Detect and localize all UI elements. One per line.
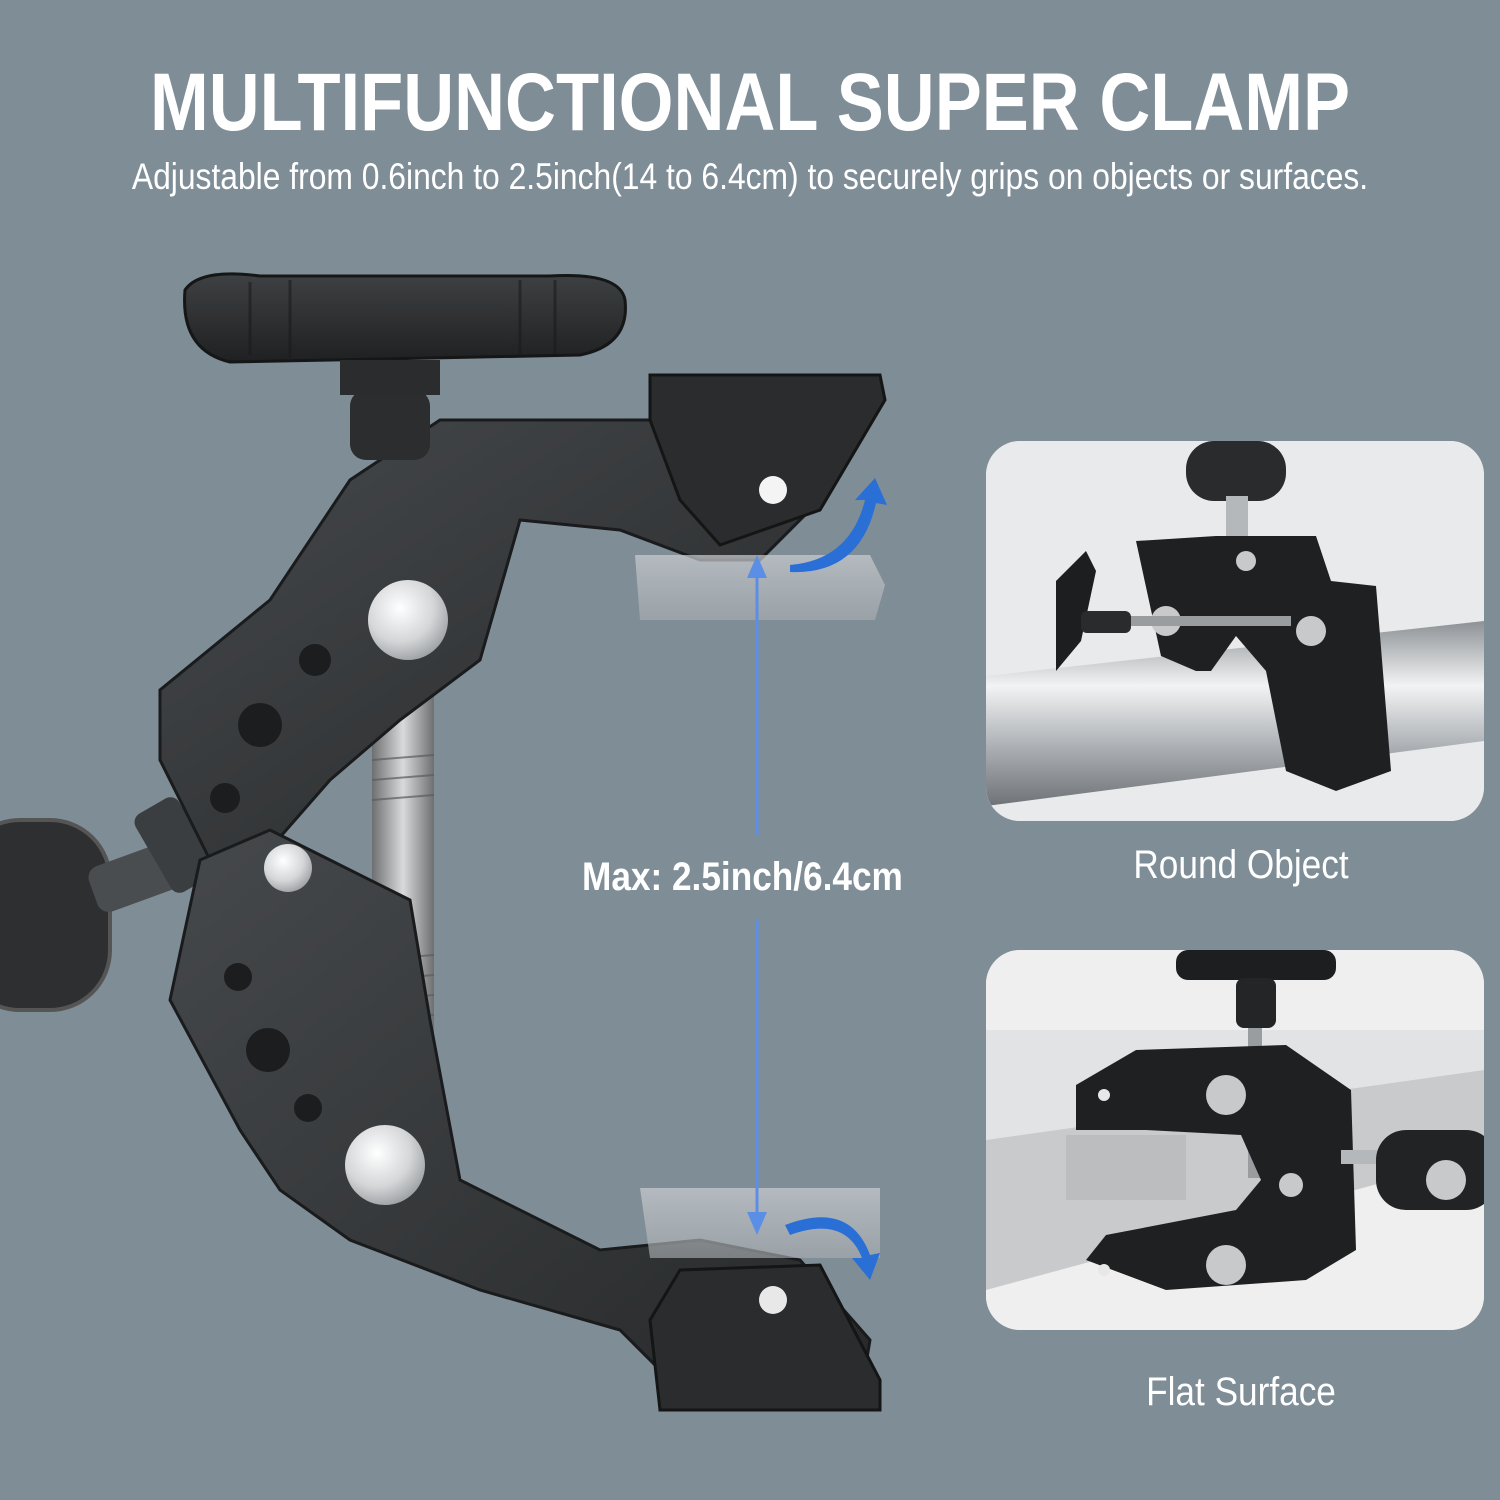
lower-jaw xyxy=(168,828,872,1412)
usage-panel-flat-surface xyxy=(986,950,1484,1330)
page-title: MULTIFUNCTIONAL SUPER CLAMP xyxy=(149,57,1351,148)
ball-head-mount xyxy=(0,797,216,1012)
round-object-illustration xyxy=(986,441,1484,821)
upper-pad-pin xyxy=(759,476,787,504)
caption-flat-surface: Flat Surface xyxy=(1146,1370,1336,1414)
rotate-up-arrow-icon xyxy=(790,478,887,573)
lower-pivot-pin xyxy=(345,1125,425,1205)
lower-pad-pin xyxy=(759,1286,787,1314)
caption-round-object: Round Object xyxy=(1133,843,1349,887)
mounting-holes xyxy=(210,644,331,1122)
rotate-down-arrow-icon xyxy=(785,1217,880,1280)
dimension-indicator xyxy=(747,555,767,1235)
page-subtitle: Adjustable from 0.6inch to 2.5inch(14 to… xyxy=(131,156,1369,197)
flat-surface-illustration xyxy=(986,950,1484,1330)
tightening-knob xyxy=(183,272,627,460)
max-opening-label: Max: 2.5inch/6.4cm xyxy=(582,855,903,899)
usage-panel-round-object xyxy=(986,441,1484,821)
upper-pivot-pin xyxy=(368,580,448,660)
lower-jaw-pad xyxy=(648,1263,882,1412)
upper-pad-ghost xyxy=(635,555,885,620)
super-clamp-illustration xyxy=(0,272,887,1412)
center-pin xyxy=(264,844,312,892)
upper-jaw-pad xyxy=(648,373,887,547)
